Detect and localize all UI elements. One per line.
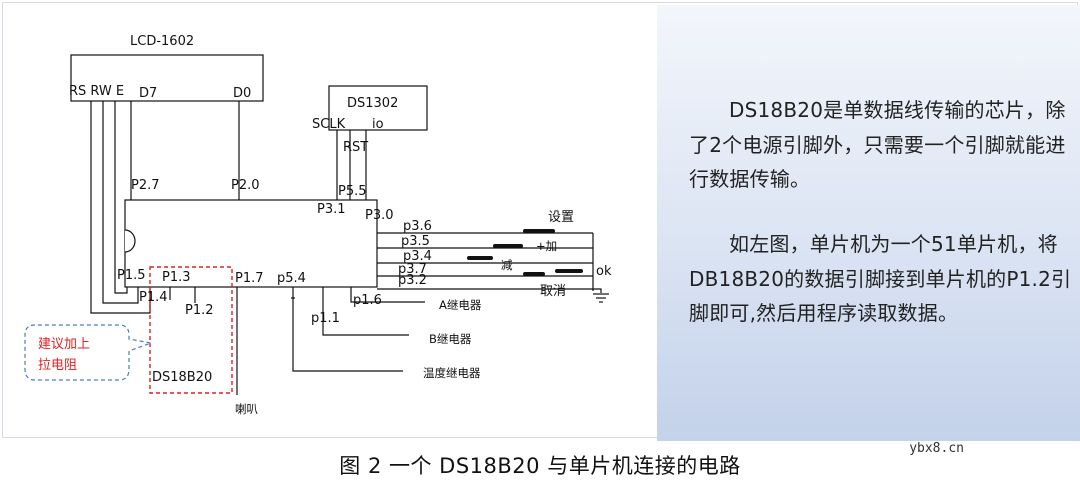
- lcd-title: LCD-1602: [130, 34, 194, 49]
- button-setting: [523, 229, 555, 233]
- pin-p16: p1.6: [353, 293, 382, 308]
- ds18b20-label: DS18B20: [152, 370, 212, 385]
- figure-caption: 图 2 一个 DS18B20 与单片机连接的电路: [339, 454, 741, 478]
- pin-p55: P5.5: [338, 184, 367, 199]
- pullup-note-callout: [24, 324, 154, 381]
- pin-p17: P1.7: [235, 271, 264, 286]
- button-minus: [467, 256, 493, 260]
- lcd-pin-d0: D0: [233, 86, 251, 101]
- pin-p37: p3.7: [398, 262, 427, 277]
- pin-p13: P1.3: [162, 270, 191, 285]
- pin-p12: P1.2: [185, 303, 214, 318]
- pin-p15: P1.5: [117, 268, 146, 283]
- pin-p32: p3.2: [398, 273, 427, 288]
- pullup-note-line1: 建议加上: [38, 337, 90, 352]
- pin-p14: P1.4: [139, 290, 168, 305]
- mcu-notch: [124, 229, 136, 253]
- button-plus: [493, 244, 523, 248]
- relay-b-label: B继电器: [429, 332, 472, 346]
- pin-p54: p5.4: [277, 271, 306, 286]
- button-cancel: [523, 272, 545, 276]
- wire-p11-brelay: [322, 287, 409, 336]
- description-paragraph-1: DS18B20是单数据线传输的芯片，除了2个电源引脚外，只需要一个引脚就能进行数…: [689, 98, 1066, 191]
- lcd-pin-d7: D7: [139, 86, 157, 101]
- button-minus-label: 减: [501, 258, 513, 272]
- wire-e: [114, 101, 128, 294]
- ds1302-pin-sclk: SCLK: [312, 117, 346, 132]
- button-cancel-label: 取消: [540, 284, 566, 299]
- pin-p36: p3.6: [403, 219, 432, 234]
- pin-p35: p3.5: [401, 234, 430, 249]
- watermark: ybx8.cn: [909, 441, 964, 456]
- lcd-pin-rs-rw-e: RS RW E: [69, 84, 124, 99]
- button-plus-label: +加: [536, 239, 557, 253]
- button-ok-label: ok: [596, 264, 612, 279]
- button-ok: [555, 269, 583, 273]
- ds1302-title: DS1302: [347, 96, 398, 111]
- speaker-label: 喇叭: [235, 402, 258, 416]
- ds1302-pin-rst: RST: [343, 140, 368, 155]
- wire-ground: [525, 288, 602, 293]
- description-paragraph-2: 如左图，单片机为一个51单片机，将DB18B20的数据引脚接到单片机的P1.2引…: [689, 232, 1072, 325]
- relay-temp-label: 温度继电器: [423, 366, 481, 380]
- pin-p30: P3.0: [365, 208, 394, 223]
- pin-p27: P2.7: [131, 178, 160, 193]
- wire-p16-arelay: [350, 287, 425, 303]
- wire-rs: [90, 101, 151, 314]
- lcd-1602-module: [70, 54, 264, 102]
- wire-p54-temp: [292, 287, 403, 372]
- pin-p20: P2.0: [231, 178, 260, 193]
- pin-p31: P3.1: [317, 202, 346, 217]
- relay-a-label: A继电器: [439, 298, 482, 312]
- circuit-schematic: LCD-1602 RS RW E D7 D0 DS1302 SCLK io RS…: [24, 34, 612, 416]
- ds1302-pin-io: io: [372, 117, 384, 132]
- wire-rw: [102, 101, 139, 304]
- pin-p34: p3.4: [403, 249, 432, 264]
- pin-p11: p1.1: [311, 311, 340, 326]
- pullup-note-line2: 拉电阻: [38, 358, 77, 373]
- figure-frame: LCD-1602 RS RW E D7 D0 DS1302 SCLK io RS…: [2, 2, 1080, 441]
- ds18b20-highlight: [149, 266, 233, 394]
- ds1302-module: [328, 85, 428, 131]
- description-panel: DS18B20是单数据线传输的芯片，除了2个电源引脚外，只需要一个引脚就能进行数…: [657, 5, 1080, 441]
- button-setting-label: 设置: [548, 210, 574, 225]
